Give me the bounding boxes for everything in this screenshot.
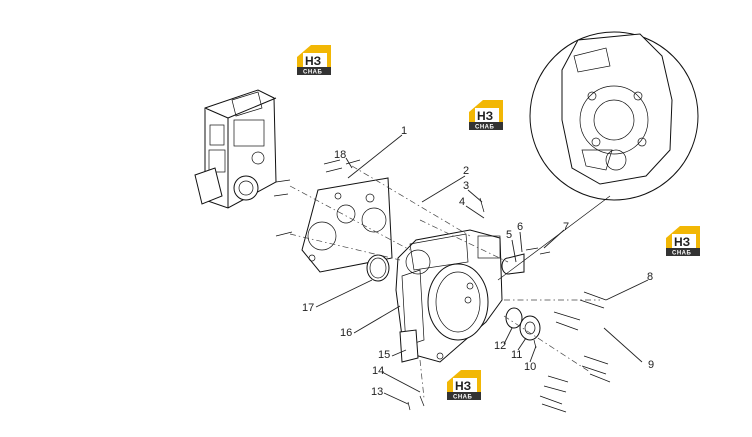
adapter-plate [301,177,393,273]
access-plate [399,329,419,363]
callout-4: 4 [459,196,465,208]
callout-14: 14 [372,365,384,377]
callout-8: 8 [647,271,653,283]
seal-ring [366,254,390,282]
watermark-logo-3: HЗ СНАБ [666,226,700,257]
logo-letters: HЗ [305,54,321,68]
logo-letters: HЗ [477,109,493,123]
callout-13: 13 [371,386,383,398]
callout-7: 7 [563,221,569,233]
callout-18: 18 [334,149,346,161]
engine-block [194,89,277,209]
callout-16: 16 [340,327,352,339]
logo-letters: HЗ [674,235,690,249]
watermark-logo-1: HЗ СНАБ [297,45,331,76]
logo-caption: СНАБ [475,125,494,131]
callout-5: 5 [506,229,512,241]
watermark-logo-4: HЗ СНАБ [447,370,481,401]
bolts [273,159,611,413]
callout-10: 10 [524,361,536,373]
callout-17: 17 [302,302,314,314]
detail-view [497,31,699,281]
flywheel-housing [395,229,503,363]
callout-9: 9 [648,359,654,371]
logo-caption: СНАБ [672,251,691,257]
assembly-lines [289,165,600,399]
callout-2: 2 [463,165,469,177]
callout-3: 3 [463,180,469,192]
leader-lines [315,134,649,405]
callout-11: 11 [511,349,522,361]
logo-caption: СНАБ [453,395,472,401]
small-cover [505,307,541,341]
sleeve [501,253,525,275]
callout-labels: 1 2 3 4 5 6 7 8 9 10 11 12 13 14 15 16 1… [302,125,654,398]
callout-12: 12 [494,340,506,352]
logo-letters: HЗ [455,379,471,393]
callout-6: 6 [517,221,523,233]
logo-caption: СНАБ [303,70,322,76]
callout-1: 1 [401,125,407,137]
callout-15: 15 [378,349,390,361]
watermark-logo-2: HЗ СНАБ [469,100,503,131]
